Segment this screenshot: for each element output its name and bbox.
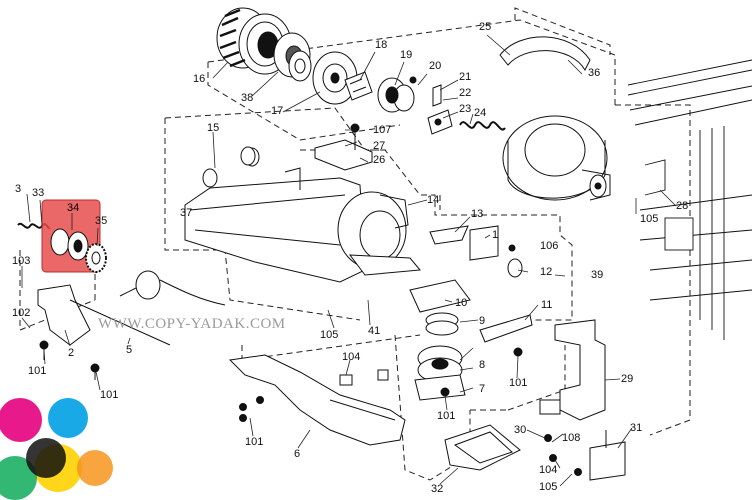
washer-38 xyxy=(288,50,312,82)
callout-8: 8 xyxy=(479,359,486,371)
callout-2: 2 xyxy=(68,347,75,359)
callout-25: 25 xyxy=(479,21,492,33)
callout-20: 20 xyxy=(429,60,442,72)
pulley-19 xyxy=(377,76,417,113)
callout-41: 41 xyxy=(368,325,381,337)
callout-26: 26 xyxy=(373,154,386,166)
callout-105-right: 105 xyxy=(539,481,558,493)
callout-101-right: 101 xyxy=(509,377,528,389)
callout-28: 28 xyxy=(676,200,689,212)
callout-101-center: 101 xyxy=(437,410,456,422)
lever-11 xyxy=(479,314,533,357)
bracket-21-22-23 xyxy=(427,84,453,135)
callout-7: 7 xyxy=(479,383,486,395)
callout-23: 23 xyxy=(459,103,472,115)
callout-12: 12 xyxy=(540,266,553,278)
bracket-10 xyxy=(409,279,471,313)
callout-29: 29 xyxy=(621,373,634,385)
callout-105-mid: 105 xyxy=(320,329,339,341)
bracket-31 xyxy=(589,430,626,481)
bracket-2 xyxy=(37,284,100,380)
callout-101-left: 101 xyxy=(28,365,47,377)
callout-15: 15 xyxy=(207,122,220,134)
callout-19: 19 xyxy=(400,49,413,61)
callout-38: 38 xyxy=(241,92,254,104)
callout-24: 24 xyxy=(474,107,487,119)
callout-104-center: 104 xyxy=(342,351,361,363)
callout-11: 11 xyxy=(541,299,553,311)
bracket-29 xyxy=(539,319,606,421)
screws-104-105 xyxy=(544,434,582,476)
callout-10: 10 xyxy=(455,297,468,309)
callout-103: 103 xyxy=(12,255,31,267)
callout-108: 108 xyxy=(562,432,581,444)
callout-18: 18 xyxy=(375,39,388,51)
callout-17: 17 xyxy=(271,105,284,117)
callout-14: 14 xyxy=(427,194,440,206)
callout-104-right: 104 xyxy=(539,464,558,476)
tray-32 xyxy=(444,424,521,471)
callout-106: 106 xyxy=(540,240,559,252)
callout-36: 36 xyxy=(588,67,601,79)
callout-30: 30 xyxy=(514,424,527,436)
callout-16: 16 xyxy=(193,73,206,85)
callout-34: 34 xyxy=(67,202,80,214)
callout-31: 31 xyxy=(630,422,643,434)
screws-101-bottom xyxy=(239,396,264,422)
callout-6: 6 xyxy=(294,448,301,460)
callout-33: 33 xyxy=(32,187,45,199)
callout-35: 35 xyxy=(95,215,108,227)
callout-32: 32 xyxy=(431,483,444,495)
callout-101-bottom: 101 xyxy=(245,436,264,448)
callout-1: 1 xyxy=(492,229,499,241)
bushings-15 xyxy=(202,146,260,188)
solenoid-5 xyxy=(69,270,226,346)
callout-21: 21 xyxy=(459,71,472,83)
drum-assembly-25 xyxy=(499,36,611,201)
gear-34-highlight xyxy=(41,199,101,273)
callout-13: 13 xyxy=(471,208,484,220)
leader-lines xyxy=(21,34,677,487)
plate-6 xyxy=(228,354,406,446)
callout-3: 3 xyxy=(15,183,22,195)
main-housing-14 xyxy=(184,167,421,283)
callout-9: 9 xyxy=(479,315,486,327)
watermark-text: WWW.COPY-YADAK.COM xyxy=(98,316,286,332)
callout-5: 5 xyxy=(126,344,133,356)
callout-27: 27 xyxy=(373,140,386,152)
gear-35 xyxy=(85,243,107,273)
part-13-1 xyxy=(429,225,523,278)
spring-24 xyxy=(459,121,506,131)
callout-107: 107 xyxy=(373,124,392,136)
spring-9 xyxy=(425,312,459,336)
frame-right xyxy=(627,59,752,340)
callout-102: 102 xyxy=(12,307,31,319)
callout-22: 22 xyxy=(459,87,472,99)
bracket-7 xyxy=(414,374,466,401)
callout-37: 37 xyxy=(180,207,193,219)
callout-105-frame: 105 xyxy=(640,213,659,225)
callout-39: 39 xyxy=(591,269,604,281)
callout-101-lower: 101 xyxy=(100,389,119,401)
